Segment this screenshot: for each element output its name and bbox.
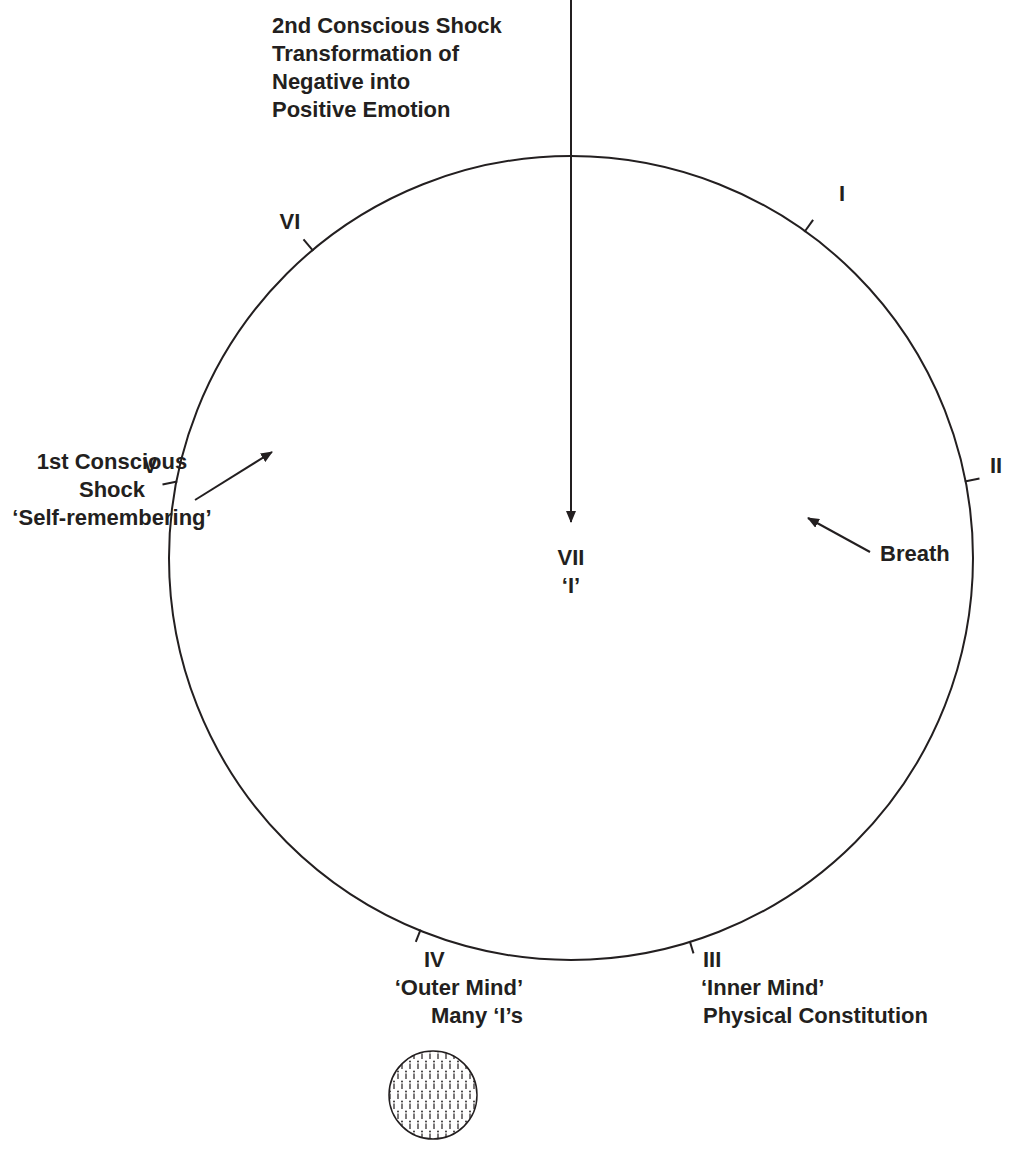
- breath-arrow: [808, 518, 870, 552]
- circle-line: [169, 156, 973, 960]
- mind-label: Physical Constitution: [703, 1002, 928, 1030]
- mind-label: ‘Outer Mind’: [395, 974, 523, 1002]
- note-numeral: III: [703, 946, 721, 974]
- note-numeral: I: [839, 180, 845, 208]
- text-line: Negative into: [272, 68, 502, 96]
- outer-circle: VII‘I’: [168, 155, 974, 961]
- center-label: ‘I’: [562, 572, 580, 600]
- text-line: ‘Self-remembering’: [12, 504, 211, 532]
- breath-label: Breath: [880, 540, 950, 568]
- mind-label: ‘Inner Mind’: [701, 974, 824, 1002]
- shock-arrow: [195, 452, 272, 500]
- shock-arrow: [570, 0, 572, 522]
- shock-caption: 1st Conscious Shock ‘Self-remembering’: [12, 448, 211, 532]
- text-line: 2nd Conscious Shock: [272, 12, 502, 40]
- many-i-circle: [389, 1051, 477, 1139]
- text-line: 1st Conscious: [12, 448, 211, 476]
- note-numeral: II: [990, 452, 1002, 480]
- mind-label: Many ‘I’s: [431, 1002, 523, 1030]
- text-line: Positive Emotion: [272, 96, 502, 124]
- text-line: Transformation of: [272, 40, 502, 68]
- note-numeral: VI: [280, 208, 301, 236]
- text-line: Shock: [12, 476, 211, 504]
- note-numeral: IV: [424, 946, 445, 974]
- center-label: VII: [558, 544, 585, 572]
- shock-caption: 2nd Conscious Shock Transformation of Ne…: [272, 12, 502, 124]
